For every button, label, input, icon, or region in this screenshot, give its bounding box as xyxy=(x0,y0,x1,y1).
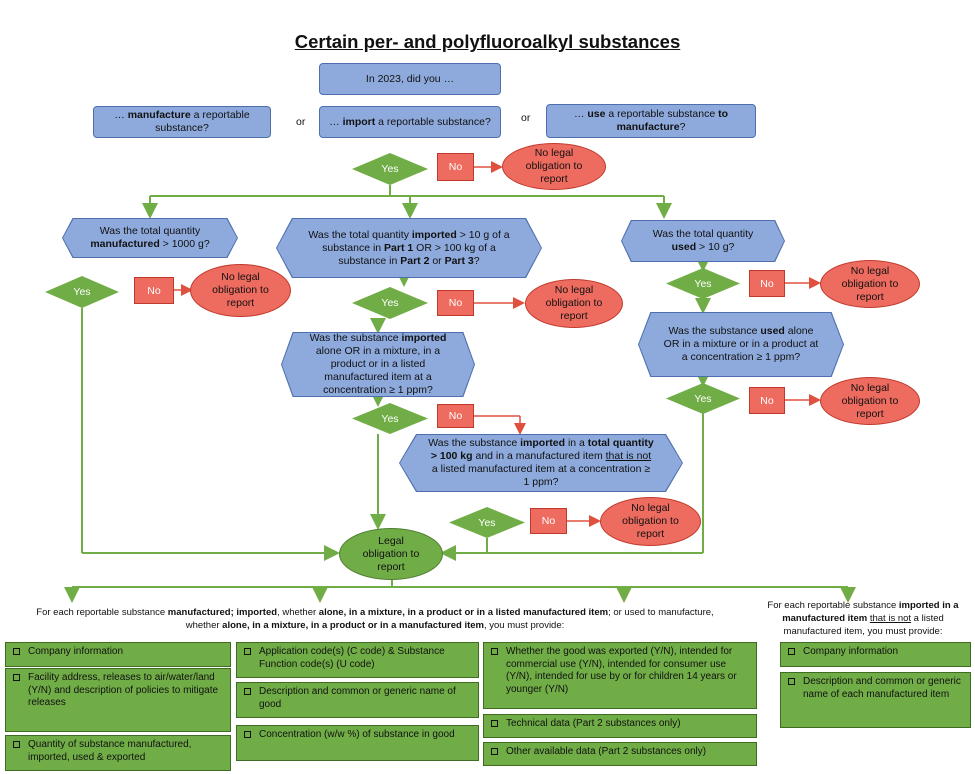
checkbox-icon xyxy=(491,720,498,727)
manufacture-option-box: … manufacture a reportable substance? xyxy=(93,106,271,138)
manufactured-quantity-question: Was the total quantity manufactured > 10… xyxy=(63,219,237,257)
imported-alone-question: Was the substance imported alone OR in a… xyxy=(282,333,474,396)
requirement-export-use: Whether the good was exported (Y/N), int… xyxy=(483,642,757,709)
checkbox-icon xyxy=(491,648,498,655)
no-legal-obligation-top: No legal obligation to report xyxy=(502,143,606,190)
intro-question-box: In 2023, did you … xyxy=(319,63,501,95)
or-label-2: or xyxy=(521,112,531,124)
checkbox-icon xyxy=(13,674,20,681)
checkbox-icon xyxy=(244,688,251,695)
requirement-description-good: Description and common or generic name o… xyxy=(236,682,479,718)
requirement-facility-address: Facility address, releases to air/water/… xyxy=(5,668,231,732)
requirement-item-description: Description and common or generic name o… xyxy=(780,672,971,728)
legal-obligation-to-report: Legal obligation to report xyxy=(339,528,443,580)
requirement-quantity: Quantity of substance manufactured, impo… xyxy=(5,735,231,771)
checkbox-icon xyxy=(244,648,251,655)
no-box-import-total: No xyxy=(530,508,567,534)
item-requirements-note: For each reportable substance imported i… xyxy=(767,600,959,637)
imported-total-question: Was the substance imported in a total qu… xyxy=(400,435,682,491)
checkbox-icon xyxy=(13,648,20,655)
checkbox-icon xyxy=(13,741,20,748)
no-box-import-qty: No xyxy=(437,290,474,316)
no-legal-obligation-import-qty: No legal obligation to report xyxy=(525,279,623,328)
used-alone-question: Was the substance used alone OR in a mix… xyxy=(639,313,843,376)
requirement-application-codes: Application code(s) (C code) & Substance… xyxy=(236,642,479,678)
use-option-box: … use a reportable substance to manufact… xyxy=(546,104,756,138)
checkbox-icon xyxy=(491,748,498,755)
no-box-manufacture: No xyxy=(134,277,174,304)
no-legal-obligation-use-alone: No legal obligation to report xyxy=(820,377,920,425)
imported-quantity-question: Was the total quantity imported > 10 g o… xyxy=(277,219,541,277)
main-requirements-note: For each reportable substance manufactur… xyxy=(36,607,714,631)
no-box-top: No xyxy=(437,153,474,181)
requirement-item-company-info: Company information xyxy=(780,642,971,667)
page-title: Certain per- and polyfluoroalkyl substan… xyxy=(294,31,681,52)
checkbox-icon xyxy=(244,731,251,738)
import-option-box: … import a reportable substance? xyxy=(319,106,501,138)
checkbox-icon xyxy=(788,648,795,655)
no-legal-obligation-manufacture: No legal obligation to report xyxy=(190,264,291,317)
no-box-import-alone: No xyxy=(437,404,474,428)
requirement-technical-data: Technical data (Part 2 substances only) xyxy=(483,714,757,738)
requirement-company-info: Company information xyxy=(5,642,231,667)
requirement-concentration: Concentration (w/w %) of substance in go… xyxy=(236,725,479,761)
no-box-use-qty: No xyxy=(749,270,785,297)
no-box-use-alone: No xyxy=(749,387,785,414)
used-quantity-question: Was the total quantity used > 10 g? xyxy=(622,221,784,261)
no-legal-obligation-import-total: No legal obligation to report xyxy=(600,497,701,546)
checkbox-icon xyxy=(788,678,795,685)
requirement-other-data: Other available data (Part 2 substances … xyxy=(483,742,757,766)
no-legal-obligation-use-qty: No legal obligation to report xyxy=(820,260,920,308)
or-label-1: or xyxy=(296,116,306,128)
